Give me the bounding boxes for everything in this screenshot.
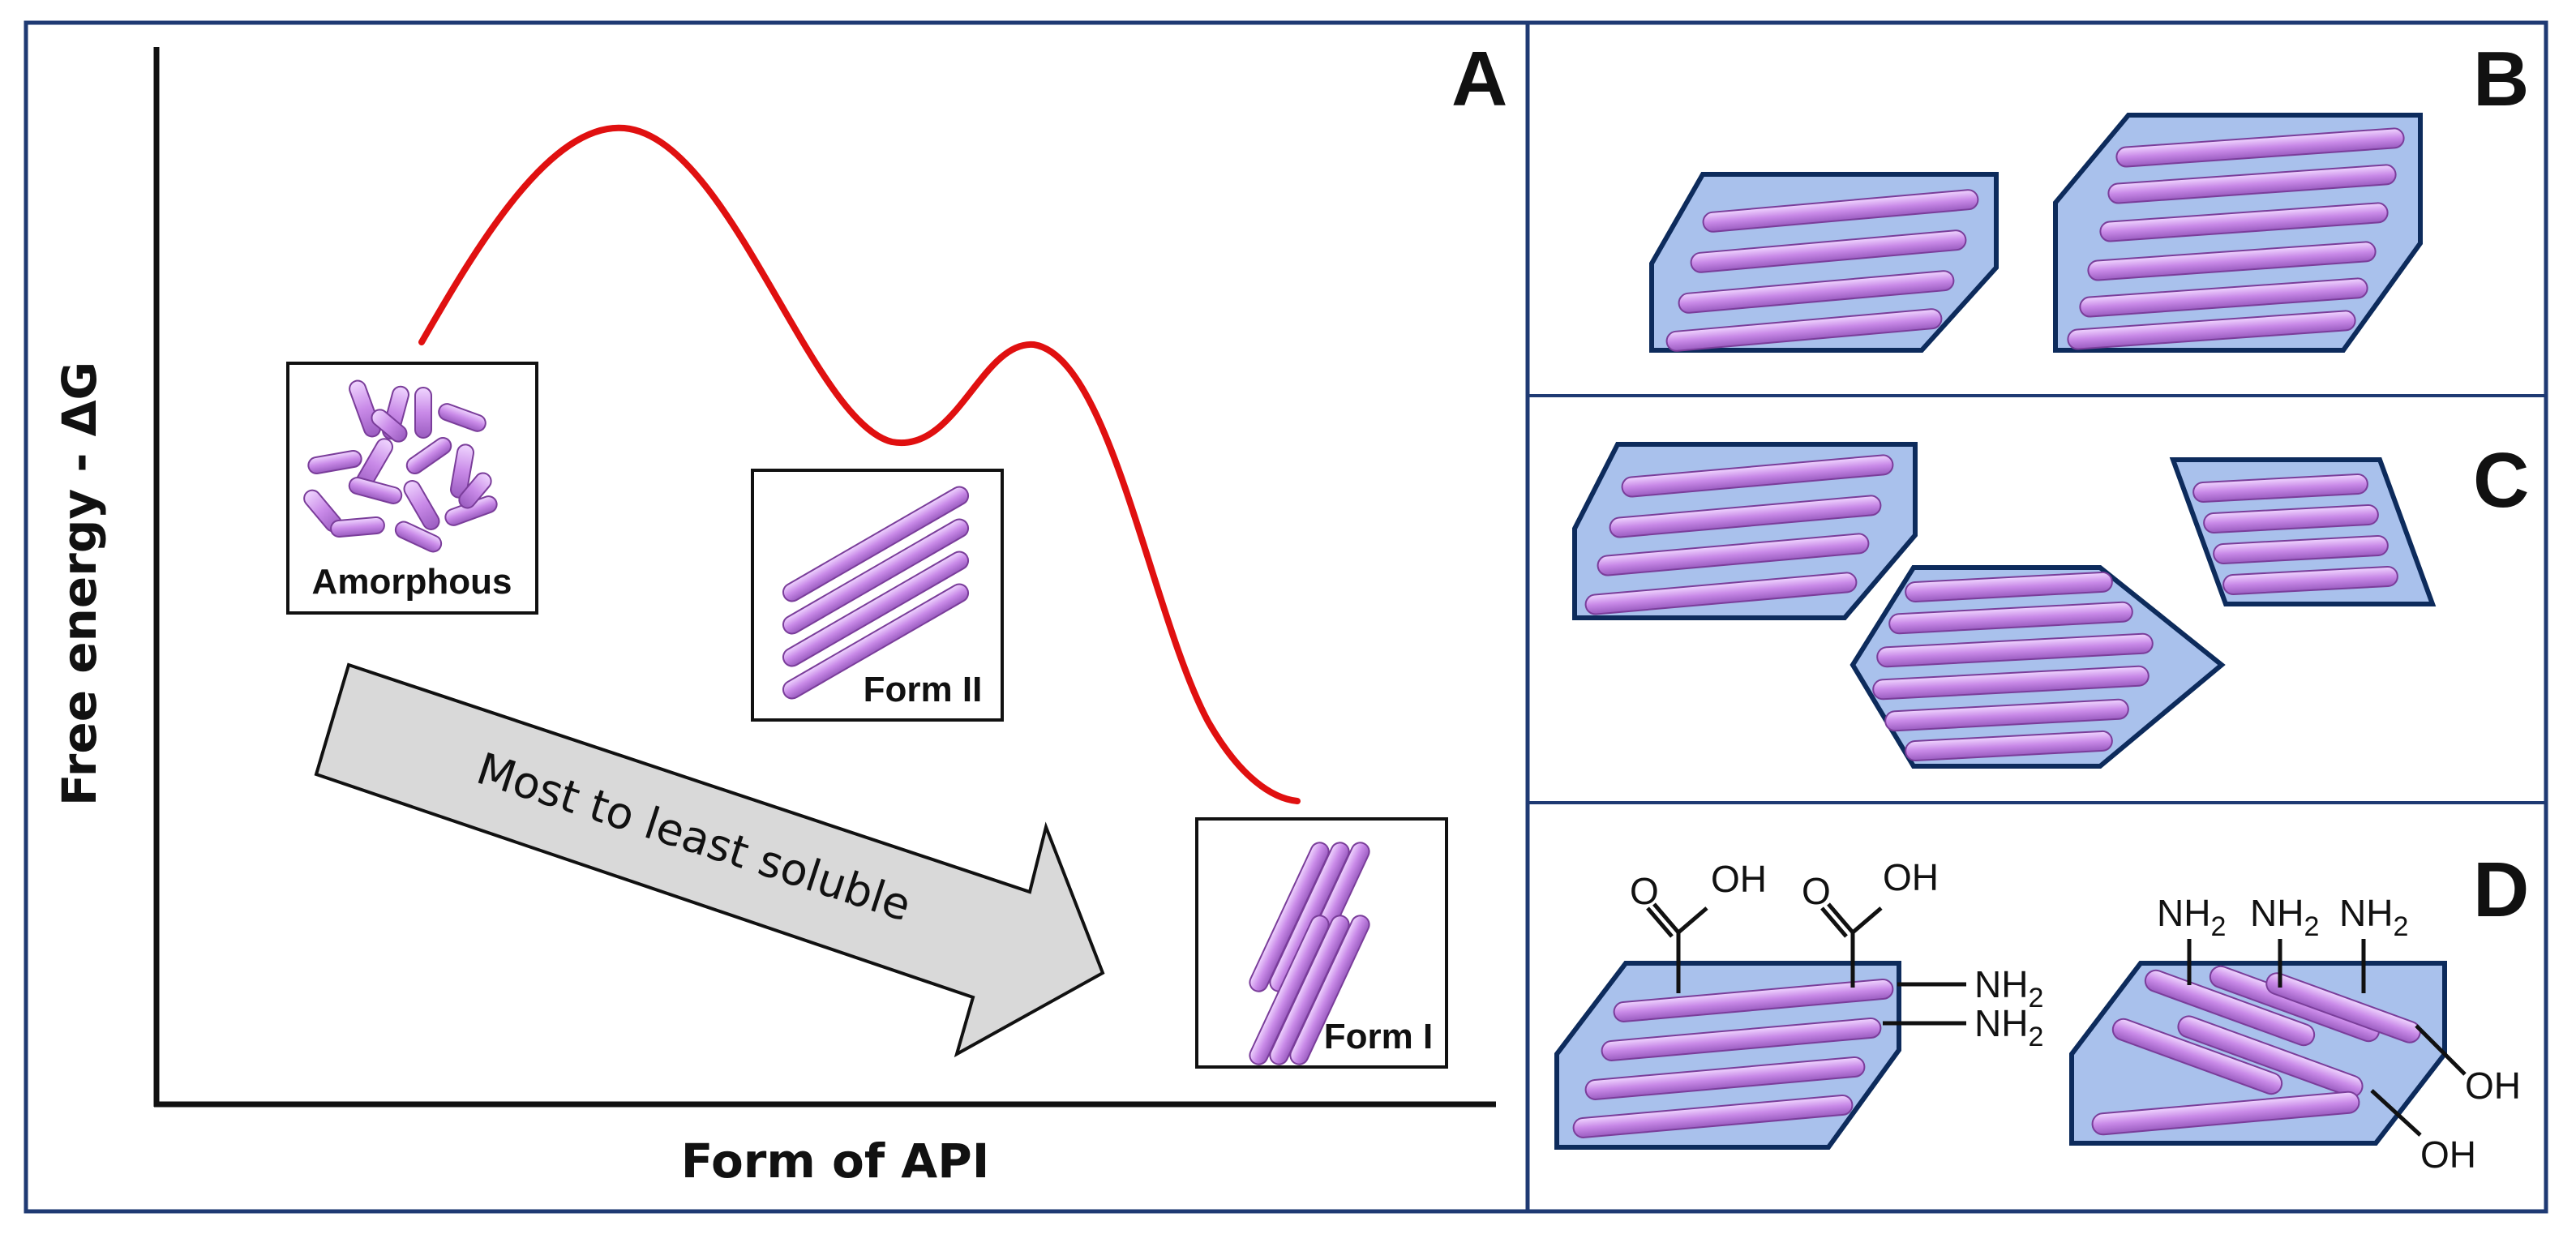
crystal-c-center (1849, 565, 2226, 769)
free-energy-curve (418, 124, 1301, 804)
hydroxyl-label-1: OH (2465, 1065, 2521, 1107)
hydroxyl-bond-1 (2415, 1024, 2467, 1076)
amine-label-2: NH2 (1974, 1002, 2043, 1052)
carboxyl-2-oh: OH (1883, 856, 1939, 898)
hydroxyl-bond-2 (2370, 1089, 2422, 1137)
form-ii-molecules (782, 486, 970, 700)
carboxyl-2-o: O (1802, 870, 1831, 912)
amine-top-label-1: NH2 (2157, 892, 2226, 942)
x-axis-title: Form of API (681, 1133, 990, 1189)
crystal-d-left: O OH O OH NH2 NH2 (1554, 856, 2043, 1150)
panel-a-letter: A (1451, 36, 1507, 122)
panel-d-letter: D (2473, 846, 2529, 933)
form-i-label: Form I (1324, 1017, 1433, 1056)
form-ii-box: Form II (751, 469, 1004, 722)
figure-frame (24, 20, 2548, 1214)
crystal-b-small (1649, 172, 1999, 353)
amine-top-label-2: NH2 (2250, 892, 2319, 942)
panel-c: C (1572, 437, 2529, 769)
hydroxyl-label-2: OH (2420, 1133, 2476, 1176)
crystal-c-left (1572, 442, 1918, 620)
panel-c-letter: C (2473, 437, 2529, 524)
crystal-d-right: NH2 NH2 NH2 OH OH (2069, 892, 2521, 1176)
panel-a: A Free energy - ΔG Form of API (52, 36, 1507, 1189)
crystal-c-right (2169, 457, 2437, 606)
carboxyl-group-2 (1820, 902, 1883, 988)
amorphous-form-box: Amorphous (286, 362, 538, 615)
panel-d: D O OH (1554, 846, 2529, 1176)
form-i-box: Form I (1195, 817, 1448, 1069)
solubility-arrow: Most to least soluble (314, 662, 1105, 1058)
carboxyl-1-oh: OH (1711, 858, 1767, 900)
amine-top-label-3: NH2 (2339, 892, 2408, 942)
amine-label-1: NH2 (1974, 963, 2043, 1013)
carboxyl-group-1 (1646, 902, 1708, 993)
y-axis-title: Free energy - ΔG (52, 362, 107, 806)
panel-b-letter: B (2473, 36, 2529, 122)
form-ii-label: Form II (864, 670, 983, 709)
carboxyl-1-o: O (1630, 870, 1659, 912)
crystal-b-large (2053, 113, 2423, 353)
amorphous-molecules (303, 379, 498, 553)
form-i-molecules (1249, 842, 1370, 1065)
amorphous-label: Amorphous (312, 562, 512, 602)
panel-b: B (1649, 36, 2529, 353)
